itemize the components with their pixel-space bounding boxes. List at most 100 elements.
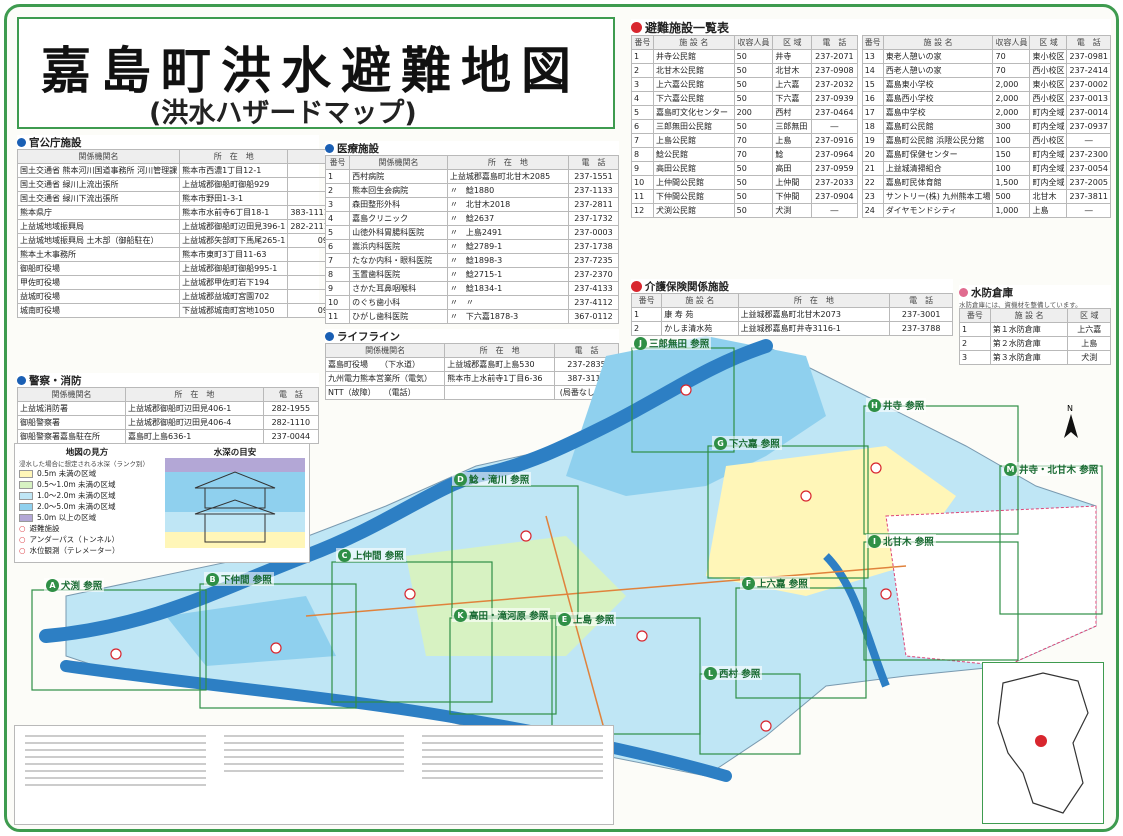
table-cell: 上益城郡甲佐町岩下194 (179, 275, 289, 290)
table-cell: 50 (733, 119, 774, 134)
legend-swatch (19, 480, 33, 489)
river-south (60, 660, 732, 782)
table-cell: 井寺公民館 (652, 49, 735, 64)
legend-item: 2.0〜5.0m 未満の区域 (19, 501, 155, 512)
table-cell: 50 (733, 77, 774, 92)
table-cell: 1,000 (992, 203, 1031, 218)
table-cell: 上島 (772, 133, 813, 148)
moderate-zone-center (406, 536, 626, 656)
column-header: 施 設 名 (882, 35, 994, 50)
shelter-marker[interactable] (870, 462, 882, 474)
table-cell: 237-1133 (567, 183, 620, 198)
table-cell: 町内全域 (1029, 175, 1068, 190)
table-cell: 237-0964 (811, 147, 858, 162)
table-cell: 犬渕 (772, 203, 813, 218)
table-cell: 東老人憩いの家 (882, 49, 994, 64)
column-header: 所 在 地 (179, 149, 289, 164)
column-header: 関係機関名 (349, 155, 448, 170)
shelter-marker[interactable] (404, 588, 416, 600)
table-cell: 下仲間 (772, 189, 813, 204)
table-cell: 国土交通省 緑川下流出張所 (16, 191, 181, 206)
legend-subheading: 浸水した場合に想定される水深（ランク別） (19, 460, 149, 468)
shelter-marker[interactable] (270, 642, 282, 654)
shelter-marker[interactable] (800, 490, 812, 502)
table-cell: 14 (861, 63, 884, 78)
table-cell: 11 (324, 309, 351, 324)
column-header: 施 設 名 (652, 35, 735, 50)
legend-item: 0.5〜1.0m 未満の区域 (19, 479, 155, 490)
column-header: 所 在 地 (125, 387, 264, 402)
table-cell: 下益城郡城南町宮地1050 (179, 303, 289, 318)
table-cell: 上益城郡御船町御船995-1 (179, 261, 289, 276)
column-header: 所 在 地 (737, 293, 891, 308)
table-cell: 10 (631, 175, 654, 190)
notes-column (19, 730, 212, 791)
table-cell: 上仲間公民館 (652, 175, 735, 190)
table-cell: 熊本市水前寺6丁目18-1 (179, 205, 289, 220)
table-cell: 〃 鯰1880 (446, 183, 569, 198)
shelter-marker[interactable] (880, 588, 892, 600)
table-cell: 嘉島町文化センター (652, 105, 735, 120)
bullet-icon (17, 137, 26, 147)
legend-swatch (19, 469, 33, 478)
table-cell: 熊本市東町3丁目11-63 (179, 247, 289, 262)
table-cell: 嘉島町公民館 (882, 119, 994, 134)
shelter-marker[interactable] (760, 720, 772, 732)
table-cell: 犬渕公民館 (652, 203, 735, 218)
table-cell: 〃 上島2491 (446, 225, 569, 240)
legend-item: ○水位観測（テレメーター） (19, 545, 155, 556)
kyushu-outline (997, 672, 1089, 814)
bullet-icon (17, 375, 26, 385)
column-header: 番号 (861, 35, 884, 50)
table-cell: 康 寿 苑 (661, 307, 739, 322)
table-cell: 町内全域 (1029, 105, 1068, 120)
table-cell: 13 (861, 49, 884, 64)
table-cell: 御船町役場 (16, 261, 181, 276)
table-cell: 2 (631, 63, 654, 78)
table-cell: 町内全域 (1029, 119, 1068, 134)
shelter-marker[interactable] (680, 384, 692, 396)
shelter-marker[interactable] (636, 630, 648, 642)
table-cell: 237-2033 (811, 175, 858, 190)
legend-item: 1.0〜2.0m 未満の区域 (19, 490, 155, 501)
table-cell: 2,000 (992, 105, 1031, 120)
ref-box-c (331, 561, 493, 703)
police-heading: 警察・消防 (29, 374, 82, 387)
table-cell: 北甘木 (1029, 189, 1068, 204)
table-cell: 70 (992, 63, 1031, 78)
table-cell: 7 (324, 253, 351, 268)
legend-item: 5.0m 以上の区域 (19, 512, 155, 523)
table-cell: 東小校区 (1029, 77, 1068, 92)
table-cell: 6 (324, 239, 351, 254)
shelter-marker[interactable] (520, 530, 532, 542)
table-cell: 5 (631, 105, 654, 120)
table-cell: 甲佐町役場 (16, 275, 181, 290)
shelter-marker[interactable] (110, 648, 122, 660)
table-cell: 益城町役場 (16, 289, 181, 304)
table-cell: 237-7235 (567, 253, 620, 268)
ref-box-b (199, 583, 357, 709)
